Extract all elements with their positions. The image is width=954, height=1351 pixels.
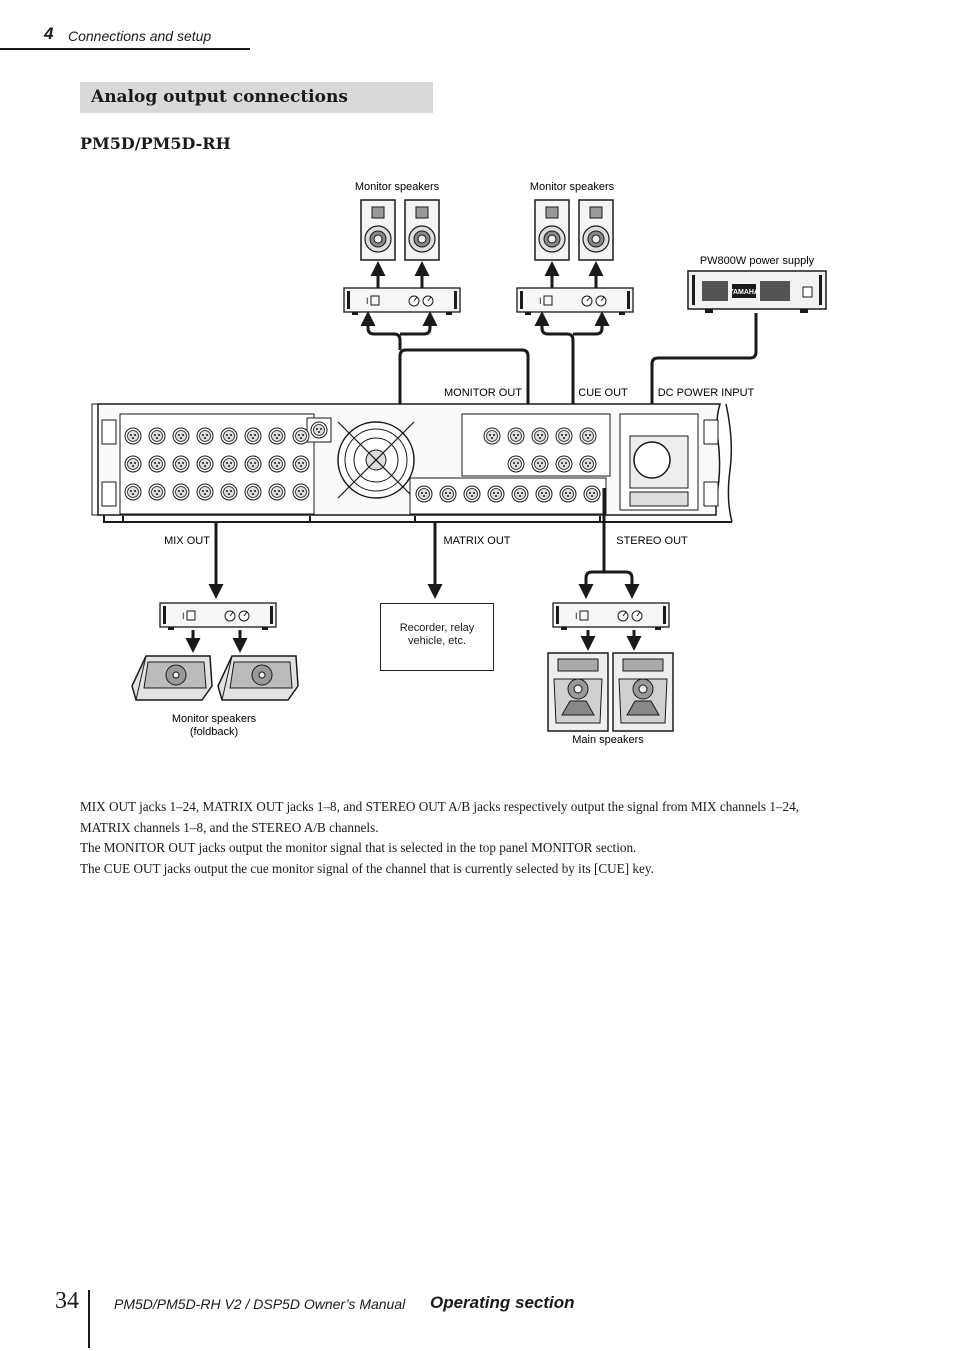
section-title: Analog output connections — [91, 87, 348, 107]
chapter-number: 4 — [44, 24, 54, 43]
label-foldback-line2: (foldback) — [190, 726, 238, 738]
label-monitor-speakers-right: Monitor speakers — [530, 181, 615, 193]
power-amp-stereo — [552, 602, 670, 631]
power-amp-cue — [516, 287, 634, 316]
label-stereo-out: STEREO OUT — [616, 535, 688, 547]
power-amp-monitor — [343, 287, 461, 316]
paragraph-1: MIX OUT jacks 1–24, MATRIX OUT jacks 1–8… — [80, 799, 799, 835]
body-text: MIX OUT jacks 1–24, MATRIX OUT jacks 1–8… — [80, 797, 825, 879]
label-matrix-out: MATRIX OUT — [443, 535, 510, 547]
recorder-box: Recorder, relay vehicle, etc. — [380, 603, 494, 671]
manual-title: PM5D/PM5D-RH V2 / DSP5D Owner’s Manual — [114, 1296, 406, 1312]
label-monitor-out: MONITOR OUT — [444, 387, 522, 399]
footer-divider — [88, 1290, 90, 1348]
monitor-speaker-3 — [534, 199, 570, 261]
footer-section-name: Operating section — [430, 1293, 575, 1312]
label-monitor-speakers-left: Monitor speakers — [355, 181, 440, 193]
recorder-label-line2: vehicle, etc. — [407, 635, 467, 647]
label-dc-power-input: DC POWER INPUT — [658, 387, 755, 399]
monitor-speaker-4 — [578, 199, 614, 261]
label-main-speakers: Main speakers — [572, 734, 644, 746]
main-speaker-2 — [612, 652, 674, 732]
recorder-label-line1: Recorder, relay — [399, 622, 475, 634]
monitor-speaker-1 — [360, 199, 396, 261]
power-brand-label: YAMAHA — [729, 289, 759, 296]
paragraph-2: The MONITOR OUT jacks output the monitor… — [80, 840, 637, 855]
main-speaker-1 — [547, 652, 609, 732]
section-title-box — [80, 82, 433, 113]
foldback-speaker-1 — [131, 655, 213, 701]
label-mix-out: MIX OUT — [164, 535, 210, 547]
paragraph-3: The CUE OUT jacks output the cue monitor… — [80, 860, 654, 876]
header-rule — [0, 48, 250, 50]
pw800w-power-supply: YAMAHA — [687, 270, 827, 313]
connection-diagram: I — [91, 181, 827, 746]
page-number: 34 — [55, 1288, 79, 1314]
label-power-supply: PW800W power supply — [700, 255, 815, 267]
monitor-speaker-2 — [404, 199, 440, 261]
chapter-title: Connections and setup — [68, 28, 212, 44]
power-amp-mix — [159, 602, 277, 631]
foldback-speaker-2 — [217, 655, 299, 701]
subsection-title: PM5D/PM5D-RH — [80, 134, 231, 153]
label-cue-out: CUE OUT — [578, 387, 628, 399]
label-foldback-line1: Monitor speakers — [172, 713, 257, 725]
